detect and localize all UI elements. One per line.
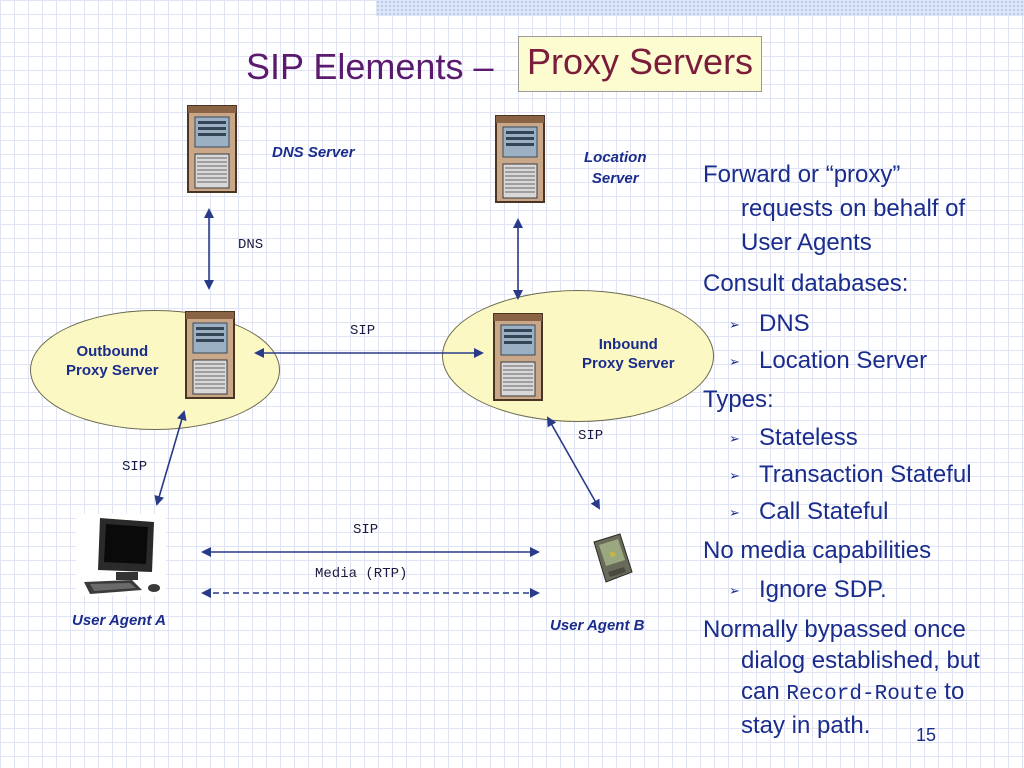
outbound-ua-sip-arrow bbox=[154, 410, 187, 506]
arrow-bullet-icon: ➢ bbox=[729, 468, 740, 483]
pda-icon bbox=[593, 533, 633, 583]
dns-link-label: DNS bbox=[238, 237, 264, 253]
page-number: 15 bbox=[916, 725, 937, 745]
ua-sip-link-label: SIP bbox=[353, 522, 379, 538]
arrow-bullet-icon: ➢ bbox=[729, 505, 740, 520]
sub-bullet-call: ➢Call Stateful bbox=[729, 498, 889, 525]
arrow-bullet-icon: ➢ bbox=[729, 431, 740, 446]
dns-server-label: DNS Server bbox=[272, 144, 355, 161]
sub-bullet-sdp: ➢Ignore SDP. bbox=[729, 576, 887, 603]
outbound-ua-sip-label: SIP bbox=[122, 459, 148, 475]
arrow-bullet-icon: ➢ bbox=[729, 354, 740, 369]
bullet-no-media: No media capabilities bbox=[703, 537, 932, 564]
media-rtp-label: Media (RTP) bbox=[315, 566, 408, 582]
record-route-code: Record-Route bbox=[786, 683, 938, 706]
location-server-label: Location Server bbox=[584, 149, 647, 187]
sub-bullet-stateless: ➢Stateless bbox=[729, 424, 858, 451]
outbound-proxy-label: Outbound Proxy Server bbox=[66, 343, 159, 379]
user-agent-a-label: User Agent A bbox=[72, 612, 166, 629]
inbound-proxy-label: Inbound Proxy Server bbox=[582, 336, 675, 372]
bullet-types: Types: bbox=[703, 386, 774, 413]
title-prefix: SIP Elements – bbox=[246, 46, 494, 87]
inbound-ua-sip-label: SIP bbox=[578, 428, 604, 444]
proxy-sip-link-label: SIP bbox=[350, 323, 376, 339]
title-highlight: Proxy Servers bbox=[518, 36, 763, 92]
dns-server-icon bbox=[187, 105, 237, 193]
computer-icon bbox=[76, 514, 166, 596]
arrow-bullet-icon: ➢ bbox=[729, 317, 740, 332]
sub-bullet-transaction: ➢Transaction Stateful bbox=[729, 461, 972, 488]
location-server-icon bbox=[495, 115, 545, 203]
sub-bullet-location: ➢Location Server bbox=[729, 347, 928, 374]
arrow-bullet-icon: ➢ bbox=[729, 583, 740, 598]
bullet-bypassed: Normally bypassed once dialog establishe… bbox=[703, 616, 980, 739]
sub-bullet-dns: ➢DNS bbox=[729, 310, 810, 337]
bullet-forward: Forward or “proxy” requests on behalf of… bbox=[703, 161, 966, 256]
inbound-ua-sip-arrow bbox=[547, 416, 600, 510]
user-agent-b-label: User Agent B bbox=[550, 617, 645, 634]
bullet-consult: Consult databases: bbox=[703, 270, 909, 297]
inbound-proxy-server-icon bbox=[493, 313, 543, 401]
outbound-proxy-server-icon bbox=[185, 311, 235, 399]
header-decoration-bar bbox=[376, 0, 1024, 16]
